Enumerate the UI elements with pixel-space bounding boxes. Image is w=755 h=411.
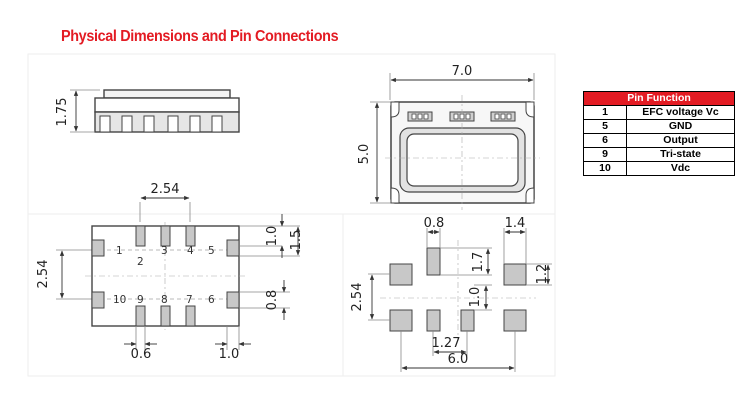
- pin-number: 1: [583, 105, 627, 120]
- pin-label: 6: [208, 294, 215, 306]
- dim-1-0-label: 1.0: [219, 347, 240, 362]
- dim-0-8-label: 0.8: [424, 216, 445, 231]
- table-row: 9 Tri-state: [583, 147, 735, 162]
- pin-label: 9: [137, 294, 144, 306]
- pin-label: 5: [208, 245, 215, 257]
- pin-label: 2: [137, 256, 144, 268]
- dim-1-2-label: 1.2: [535, 264, 550, 285]
- pin-label: 3: [161, 245, 168, 257]
- table-row: 10 Vdc: [583, 161, 735, 176]
- dim-1-0-label: 1.0: [265, 226, 280, 247]
- pin-number: 5: [583, 119, 627, 134]
- dim-2-54-label: 2.54: [350, 283, 365, 312]
- dim-height-label: 5.0: [357, 144, 372, 165]
- dim-width-label: 7.0: [452, 64, 473, 79]
- dim-height-label: 1.75: [55, 98, 70, 127]
- pin-label: 10: [113, 294, 126, 306]
- dim-pad-pitch-label: 2.54: [151, 182, 180, 197]
- pin-number: 6: [583, 133, 627, 148]
- table-row: 6 Output: [583, 133, 735, 148]
- dim-0-8-label: 0.8: [265, 290, 280, 311]
- dim-1-0-label: 1.0: [468, 287, 483, 308]
- dim-1-4-label: 1.4: [505, 216, 526, 231]
- table-row: 1 EFC voltage Vc: [583, 105, 735, 120]
- pin-function-table: Pin Function 1 EFC voltage Vc 5 GND 6 Ou…: [583, 91, 735, 176]
- table-row: 5 GND: [583, 119, 735, 134]
- dim-0-6-label: 0.6: [131, 347, 152, 362]
- pin-label: 1: [116, 245, 123, 257]
- dim-1-7-label: 1.7: [471, 252, 486, 273]
- side-view: 1.75: [55, 89, 240, 133]
- bottom-view: 2.54 2.54 1 2 3 4 5 10 9 8 7 6: [36, 182, 304, 362]
- table-header-row: Pin Function: [583, 91, 735, 106]
- pin-label: 7: [186, 294, 193, 306]
- top-view: 7.0 5.0: [357, 64, 540, 210]
- land-pattern: 0.8 1.4 1.7 1.0 1.2 2.54 1.27 6.0: [350, 216, 552, 372]
- pin-number: 9: [583, 147, 627, 162]
- dim-1-27-label: 1.27: [432, 336, 461, 351]
- pin-function: Output: [626, 133, 735, 148]
- pin-function: Vdc: [626, 161, 735, 176]
- dim-1-5-label: 1.5: [289, 230, 304, 251]
- pin-number: 10: [583, 161, 627, 176]
- page-title: Physical Dimensions and Pin Connections: [61, 28, 339, 45]
- pin-label: 4: [187, 245, 194, 257]
- pin-function: Tri-state: [626, 147, 735, 162]
- dim-6-0-label: 6.0: [448, 352, 469, 367]
- pin-function: GND: [626, 119, 735, 134]
- pin-label: 8: [161, 294, 168, 306]
- dim-row-pitch-label: 2.54: [36, 260, 51, 289]
- pin-function: EFC voltage Vc: [626, 105, 735, 120]
- table-header: Pin Function: [583, 91, 735, 106]
